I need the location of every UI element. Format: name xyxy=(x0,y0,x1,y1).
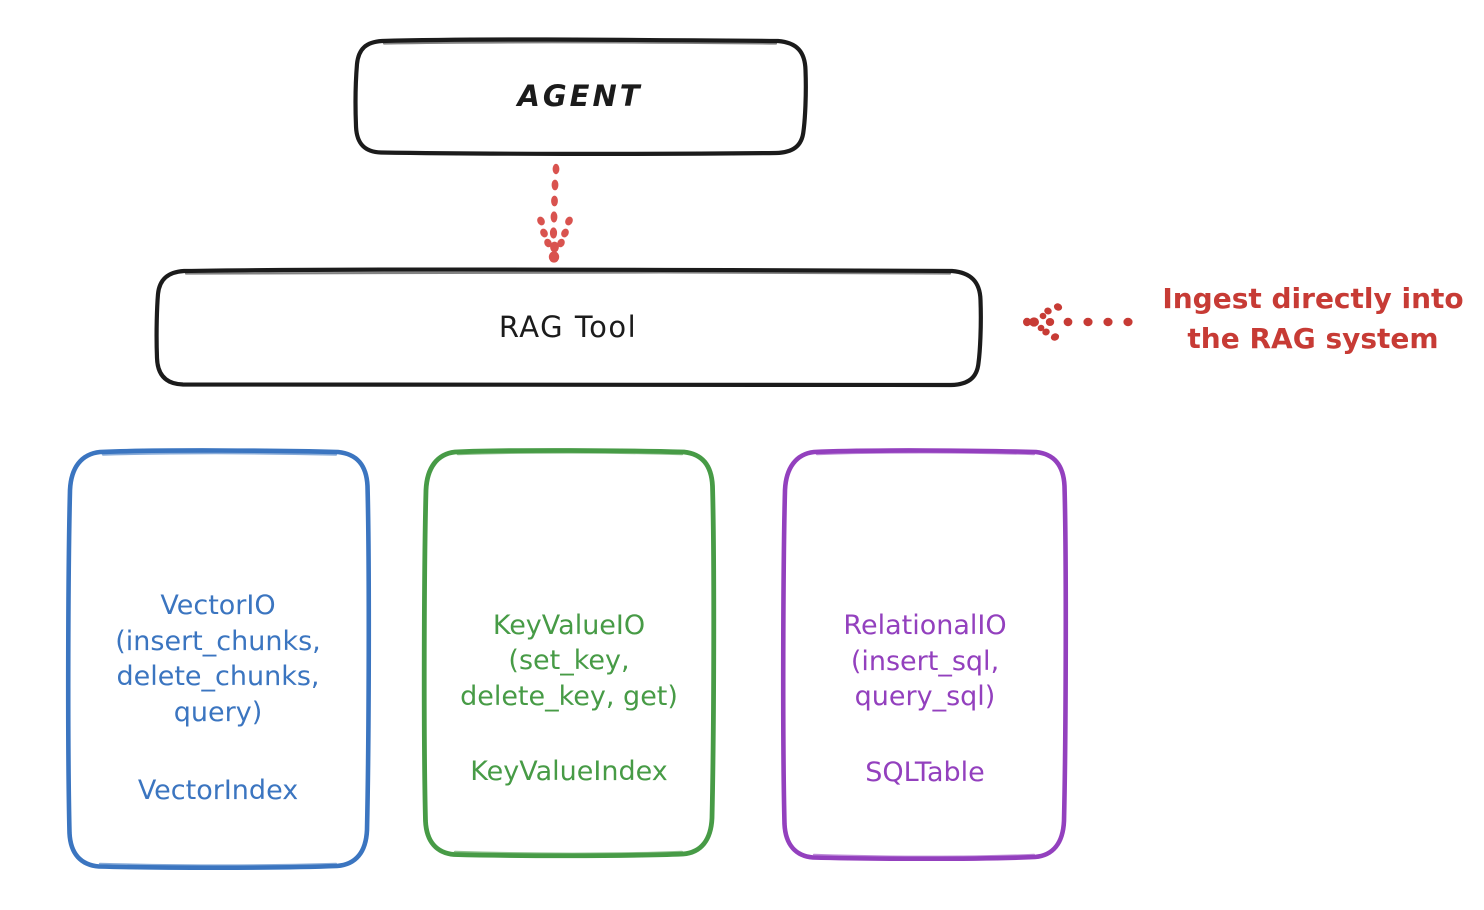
rag-tool-label: RAG Tool xyxy=(498,310,638,345)
ingest-annotation: Ingest directly into the RAG system xyxy=(1162,282,1464,355)
key-value-io-box-outline xyxy=(421,448,717,859)
key-value-io-content: KeyValueIO (set_key, delete_key, get) Ke… xyxy=(431,516,707,790)
vector-io-index-label: VectorIndex xyxy=(137,774,299,806)
relational-io-index-label: SQLTable xyxy=(865,756,985,788)
key-value-io-api-label: KeyValueIO (set_key, delete_key, get) xyxy=(460,609,678,712)
agent-label: AGENT xyxy=(517,79,643,114)
agent-box-outline xyxy=(353,37,808,157)
node-agent[interactable]: AGENT xyxy=(355,40,805,154)
rag-tool-box-outline xyxy=(154,267,983,389)
relational-io-box-outline xyxy=(780,448,1069,862)
vector-io-box-outline xyxy=(65,448,372,871)
connector-agent-to-rag-tool xyxy=(537,163,573,263)
vector-io-content: VectorIO (insert_chunks, delete_chunks, … xyxy=(78,510,358,808)
vector-io-api-label: VectorIO (insert_chunks, delete_chunks, … xyxy=(115,590,321,729)
key-value-io-index-label: KeyValueIndex xyxy=(470,756,668,788)
node-vector-io[interactable]: VectorIO (insert_chunks, delete_chunks, … xyxy=(68,450,368,868)
connector-note-to-rag-tool xyxy=(1023,303,1133,341)
relational-io-api-label: RelationalIO (insert_sql, query_sql) xyxy=(843,610,1007,713)
relational-io-content: RelationalIO (insert_sql, query_sql) SQL… xyxy=(793,518,1057,790)
node-relational-io[interactable]: RelationalIO (insert_sql, query_sql) SQL… xyxy=(785,450,1065,858)
node-key-value-io[interactable]: KeyValueIO (set_key, delete_key, get) Ke… xyxy=(425,450,713,855)
node-rag-tool[interactable]: RAG Tool xyxy=(155,270,981,386)
